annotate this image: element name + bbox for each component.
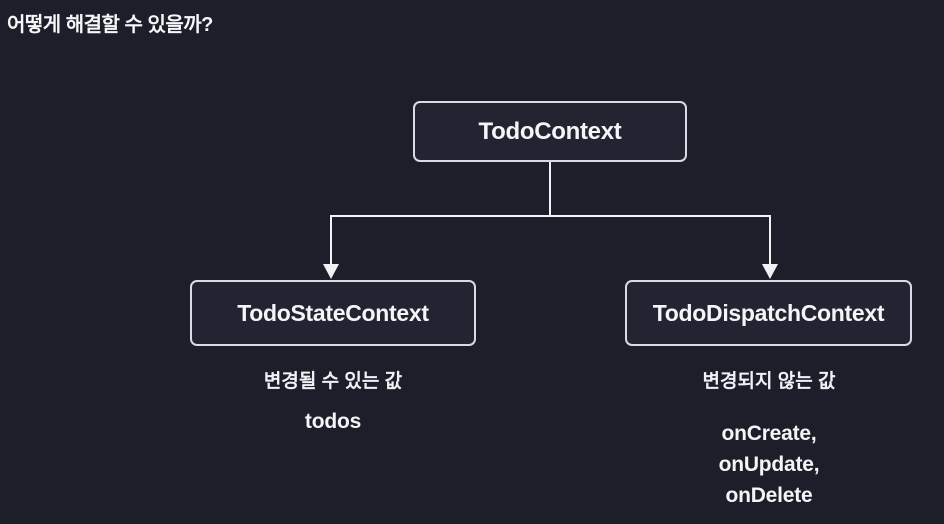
dispatch-context-value: onCreate, <box>721 422 817 445</box>
state-context-value: todos <box>304 410 362 433</box>
dispatch-context-value: onUpdate, <box>718 453 820 476</box>
node-todo-context: TodoContext <box>413 101 687 162</box>
arrowhead-right-icon <box>762 264 778 279</box>
node-todo-dispatch-context: TodoDispatchContext <box>625 280 912 346</box>
state-context-values: todos <box>305 406 361 437</box>
node-todo-dispatch-context-label: TodoDispatchContext <box>652 299 885 326</box>
dispatch-context-value: onDelete <box>725 484 813 507</box>
arrowhead-left-icon <box>323 264 339 279</box>
node-todo-context-label: TodoContext <box>478 117 622 145</box>
dispatch-context-values: onCreate, onUpdate, onDelete <box>719 418 820 511</box>
node-todo-state-context-label: TodoStateContext <box>237 299 429 326</box>
state-context-description: 변경될 수 있는 값 <box>263 371 403 392</box>
node-todo-state-context: TodoStateContext <box>190 280 476 346</box>
dispatch-context-description: 변경되지 않는 값 <box>702 371 836 392</box>
slide-title: 어떻게 해결할 수 있을까? <box>7 14 213 36</box>
